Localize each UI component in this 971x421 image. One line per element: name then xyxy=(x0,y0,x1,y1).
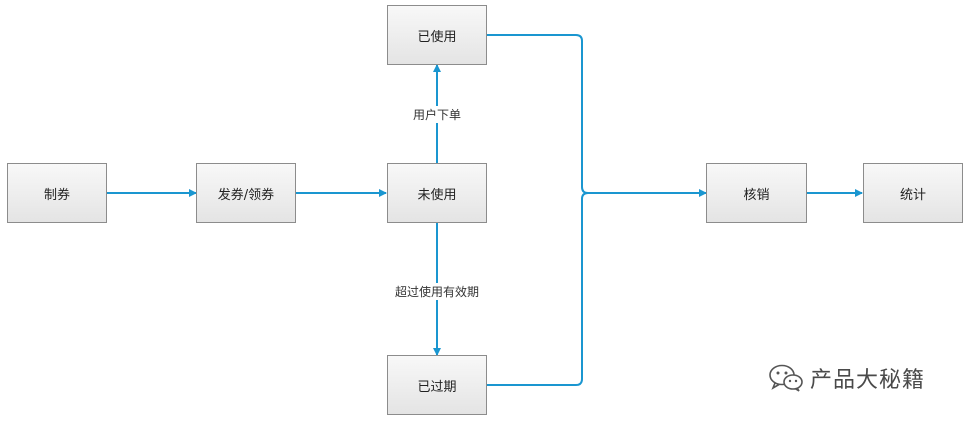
node-expired: 已过期 xyxy=(387,355,487,415)
node-unused: 未使用 xyxy=(387,163,487,223)
node-verify: 核销 xyxy=(706,163,807,223)
edge-used-to-merge xyxy=(487,34,589,194)
edge-label-order: 用户下单 xyxy=(410,106,464,123)
edge-label-expire: 超过使用有效期 xyxy=(392,283,482,300)
watermark-text: 产品大秘籍 xyxy=(810,368,926,393)
edge-expired-to-merge xyxy=(487,192,589,386)
wechat-icon xyxy=(769,364,803,392)
node-stats: 统计 xyxy=(863,163,963,223)
node-used: 已使用 xyxy=(387,5,487,65)
node-issue: 发券/领券 xyxy=(196,163,296,223)
node-make: 制券 xyxy=(7,163,107,223)
watermark: 产品大秘籍 xyxy=(768,362,925,394)
